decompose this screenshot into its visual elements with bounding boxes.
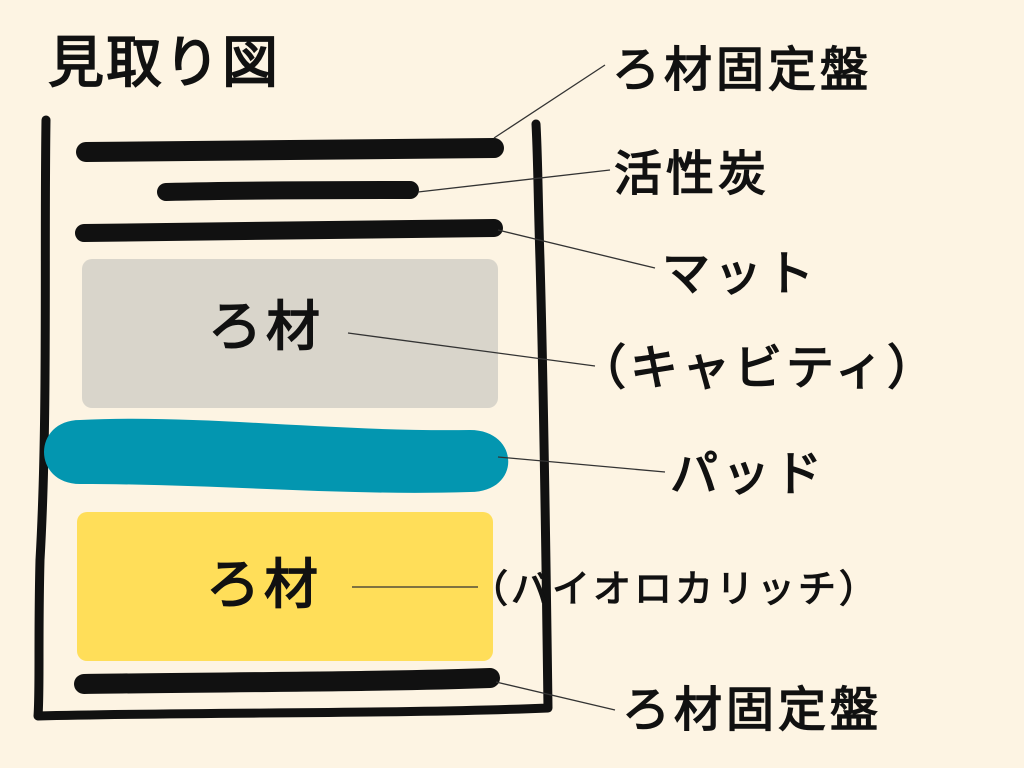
cavity-media-label: ろ材	[208, 295, 324, 358]
container-outline	[33, 115, 553, 721]
leader-pad	[497, 456, 666, 473]
leader-fixing-plate-top	[493, 64, 606, 139]
label-fixing-plate-top: ろ材固定盤	[612, 42, 873, 98]
label-pad: パッド	[670, 446, 827, 502]
leader-mat	[497, 229, 656, 269]
leader-fixing-plate-bottom	[495, 681, 616, 711]
pad-band	[44, 418, 509, 493]
fixing-plate-top-bar	[76, 138, 504, 162]
leader-activated-carbon	[417, 169, 611, 193]
label-cavity: （キャビティ）	[578, 340, 940, 396]
fixing-plate-bottom-bar	[74, 668, 500, 694]
mat-bar	[75, 219, 503, 242]
leader-cavity	[347, 332, 596, 367]
cavity-media-block	[82, 259, 498, 408]
label-fixing-plate-bottom: ろ材固定盤	[622, 682, 883, 738]
bio-media-label: ろ材	[206, 553, 322, 616]
label-mat: マット	[662, 246, 819, 302]
activated-carbon-bar	[157, 181, 419, 201]
diagram-title: 見取り図	[48, 31, 280, 96]
label-activated-carbon: 活性炭	[614, 146, 771, 202]
label-bio-richi: （バイオロカリッチ）	[470, 567, 881, 611]
bio-media-block	[77, 512, 493, 661]
